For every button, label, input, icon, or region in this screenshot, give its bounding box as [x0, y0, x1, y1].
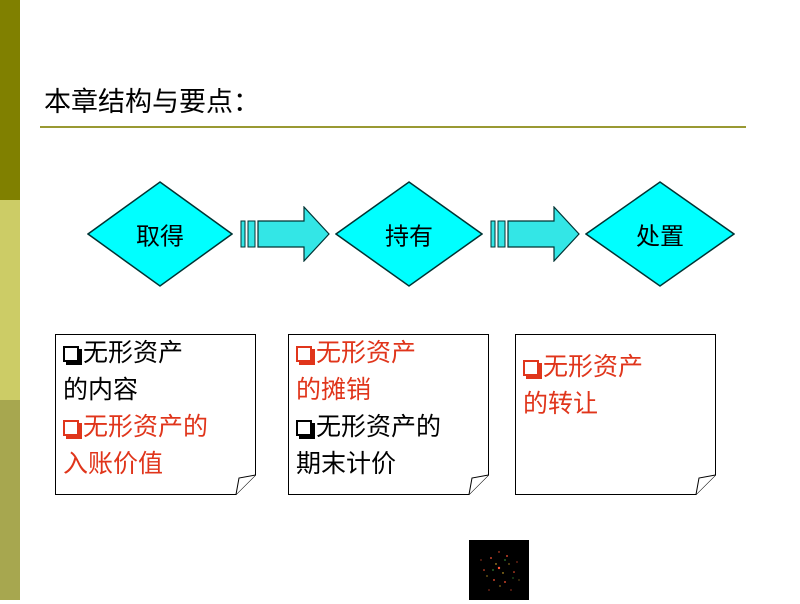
flow-arrow-2 — [490, 206, 580, 262]
note-line-text: 无形资产 — [543, 352, 644, 381]
note-line: 无形资产 — [63, 334, 254, 371]
note-line-text: 无形资产 — [83, 338, 184, 367]
note-line-text: 的摊销 — [296, 375, 372, 404]
stage-diamond-hold: 持有 — [335, 181, 483, 287]
note-text-hold: 无形资产的摊销无形资产的期末计价 — [296, 334, 487, 482]
page-title: 本章结构与要点： — [44, 87, 260, 118]
note-line: 入账价值 — [63, 445, 254, 482]
fireworks-image — [469, 540, 529, 600]
note-line-text: 无形资产 — [316, 338, 417, 367]
note-line: 的摊销 — [296, 371, 487, 408]
note-text-acquire: 无形资产的内容无形资产的入账价值 — [63, 334, 254, 482]
note-line: 期末计价 — [296, 445, 487, 482]
note-line: 无形资产 — [523, 348, 714, 385]
stage-label-hold: 持有 — [385, 222, 433, 251]
stage-label-acquire: 取得 — [136, 222, 184, 251]
note-line: 无形资产的 — [63, 408, 254, 445]
note-line-text: 无形资产的 — [316, 412, 442, 441]
decorative-stripe-bottom — [0, 400, 20, 600]
decorative-stripe-top — [0, 0, 20, 200]
decorative-stripe-middle — [0, 200, 20, 400]
note-line-text: 入账价值 — [63, 449, 164, 478]
note-box-dispose: 无形资产的转让 — [515, 334, 716, 495]
stage-diamond-dispose: 处置 — [585, 181, 735, 287]
note-box-hold: 无形资产的摊销无形资产的期末计价 — [288, 334, 489, 495]
note-line: 的内容 — [63, 371, 254, 408]
checkbox-bullet-icon — [296, 346, 312, 362]
note-text-dispose: 无形资产的转让 — [523, 348, 714, 422]
stage-diamond-acquire: 取得 — [87, 181, 233, 287]
title-divider — [40, 126, 746, 128]
note-line-text: 无形资产的 — [83, 412, 209, 441]
note-box-acquire: 无形资产的内容无形资产的入账价值 — [55, 334, 256, 495]
checkbox-bullet-icon — [63, 420, 79, 436]
flow-arrow-1 — [240, 206, 330, 262]
note-line-text: 的内容 — [63, 375, 139, 404]
note-line-text: 期末计价 — [296, 449, 397, 478]
checkbox-bullet-icon — [296, 420, 312, 436]
checkbox-bullet-icon — [63, 346, 79, 362]
note-line-text: 的转让 — [523, 389, 599, 418]
stage-label-dispose: 处置 — [636, 222, 684, 251]
checkbox-bullet-icon — [523, 360, 539, 376]
note-line: 无形资产的 — [296, 408, 487, 445]
note-line: 的转让 — [523, 385, 714, 422]
note-line: 无形资产 — [296, 334, 487, 371]
